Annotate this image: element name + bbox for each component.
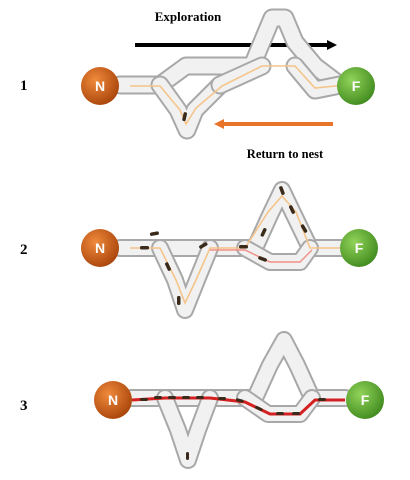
- ant: [218, 397, 226, 400]
- ant: [177, 296, 181, 305]
- nest-label: N: [95, 240, 105, 256]
- ant: [300, 224, 308, 233]
- food-node-3: F: [346, 381, 384, 419]
- ants-stage-3: [140, 396, 326, 460]
- stage-number-2: 2: [20, 242, 28, 258]
- ant: [276, 412, 284, 415]
- ant: [255, 405, 263, 412]
- ant: [292, 412, 300, 415]
- return-label: Return to nest: [247, 147, 324, 161]
- food-node-2: F: [340, 229, 378, 267]
- pheromone-trail-1: [130, 65, 346, 126]
- nest-node-3: N: [94, 381, 132, 419]
- ant: [140, 398, 148, 401]
- nest-label: N: [95, 78, 105, 94]
- food-node-1: F: [337, 67, 375, 105]
- ant: [154, 396, 162, 399]
- path-network-1: [110, 8, 350, 140]
- nest-label: N: [108, 392, 118, 408]
- ant: [182, 396, 190, 399]
- nest-node-1: N: [81, 67, 119, 105]
- ant: [279, 186, 285, 195]
- ant: [288, 205, 295, 214]
- ant: [168, 396, 176, 399]
- ant: [149, 231, 159, 236]
- food-label: F: [352, 78, 361, 94]
- pheromone-trail-2a: [130, 194, 345, 306]
- ant: [318, 398, 326, 401]
- ant: [164, 262, 171, 271]
- ant: [196, 396, 204, 399]
- exploration-label: Exploration: [155, 9, 222, 24]
- ant: [260, 228, 267, 237]
- stage-2-diagram: N F: [81, 181, 378, 319]
- food-label: F: [355, 240, 364, 256]
- stage-number-1: 1: [20, 78, 28, 94]
- ant: [199, 242, 208, 249]
- ant: [239, 245, 248, 249]
- ant: [140, 246, 149, 250]
- nest-node-2: N: [81, 229, 119, 267]
- food-label: F: [361, 392, 370, 408]
- ant: [186, 452, 189, 460]
- stage-3-diagram: N F: [94, 331, 384, 469]
- ants-stage-2: [140, 186, 308, 305]
- stage-number-3: 3: [20, 398, 28, 414]
- ant: [258, 256, 267, 262]
- ant: [182, 112, 187, 122]
- pheromone-trail-2b: [210, 249, 313, 263]
- ant: [235, 398, 244, 403]
- stage-1-diagram: N F: [81, 8, 375, 140]
